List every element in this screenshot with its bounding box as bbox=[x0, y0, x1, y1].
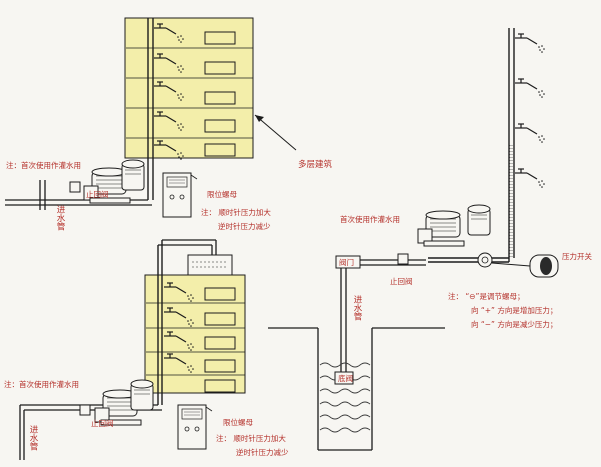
note-ccw-label: 逆时针压力减少 bbox=[218, 221, 271, 231]
pressure-switch-label: 压力开关 bbox=[562, 251, 592, 261]
faucet-icon bbox=[514, 33, 546, 54]
inlet-label: 进水管 bbox=[55, 205, 65, 231]
check-valve-label: 止回阀 bbox=[91, 418, 114, 428]
bottom-valve-label: 底阀 bbox=[338, 373, 353, 383]
faucet-icon bbox=[514, 168, 546, 189]
right-system: 首次使用作灌水用 阀门 止回阀 进水管 底阀 压力开关 注： “⊖”是调节螺母；… bbox=[268, 28, 592, 451]
limit-nut-label: 限位螺母 bbox=[223, 417, 253, 427]
pressure-tank-icon bbox=[121, 159, 145, 191]
pressure-switch-icon bbox=[491, 254, 559, 278]
note-prime-label: 首次使用作灌水用 bbox=[340, 214, 400, 224]
building-top bbox=[124, 17, 254, 159]
water-pump-icon bbox=[417, 210, 465, 247]
note-cw-label: 注： 顺时针压力加大 bbox=[216, 433, 286, 443]
note-adjust-line-3: 向 “−” 方向是减少压力； bbox=[471, 319, 557, 329]
well-icon bbox=[268, 327, 445, 451]
valve-label: 阀门 bbox=[339, 258, 354, 267]
note-adjust-line-2: 向 “+” 方向是增加压力； bbox=[471, 305, 557, 315]
note-prime-label: 注：首次使用作灌水用 bbox=[4, 379, 79, 389]
inlet-label: 进水管 bbox=[352, 295, 362, 321]
pressure-tank-icon bbox=[467, 204, 491, 236]
note-prime-label: 注：首次使用作灌水用 bbox=[6, 160, 81, 170]
check-valve-label: 止回阀 bbox=[86, 189, 109, 199]
limit-nut-label: 限位螺母 bbox=[207, 189, 237, 199]
bottom-left-system: 注：首次使用作灌水用 止回阀 限位螺母 注： 顺时针压力加大 逆时针压力减少 进… bbox=[4, 239, 289, 460]
arrow-icon bbox=[254, 114, 297, 151]
note-cw-label: 注： 顺时针压力加大 bbox=[201, 207, 271, 217]
top-left-system: 多层建筑 注：首次使用作灌水用 止回阀 限位螺母 注： 顺时针压力加大 逆时针压… bbox=[5, 17, 333, 231]
check-valve-label: 止回阀 bbox=[390, 276, 413, 286]
pressure-controller-icon bbox=[162, 172, 198, 218]
pressure-tank-icon bbox=[130, 379, 154, 411]
pressure-controller-icon bbox=[177, 404, 213, 450]
note-adjust-line-1: 注： “⊖”是调节螺母； bbox=[448, 291, 524, 301]
water-tank-icon bbox=[187, 254, 233, 276]
faucet-icon bbox=[514, 123, 546, 144]
inlet-label: 进水管 bbox=[28, 425, 38, 451]
building-label: 多层建筑 bbox=[298, 159, 333, 170]
faucet-icon bbox=[514, 78, 546, 99]
note-ccw-label: 逆时针压力减少 bbox=[236, 447, 289, 457]
